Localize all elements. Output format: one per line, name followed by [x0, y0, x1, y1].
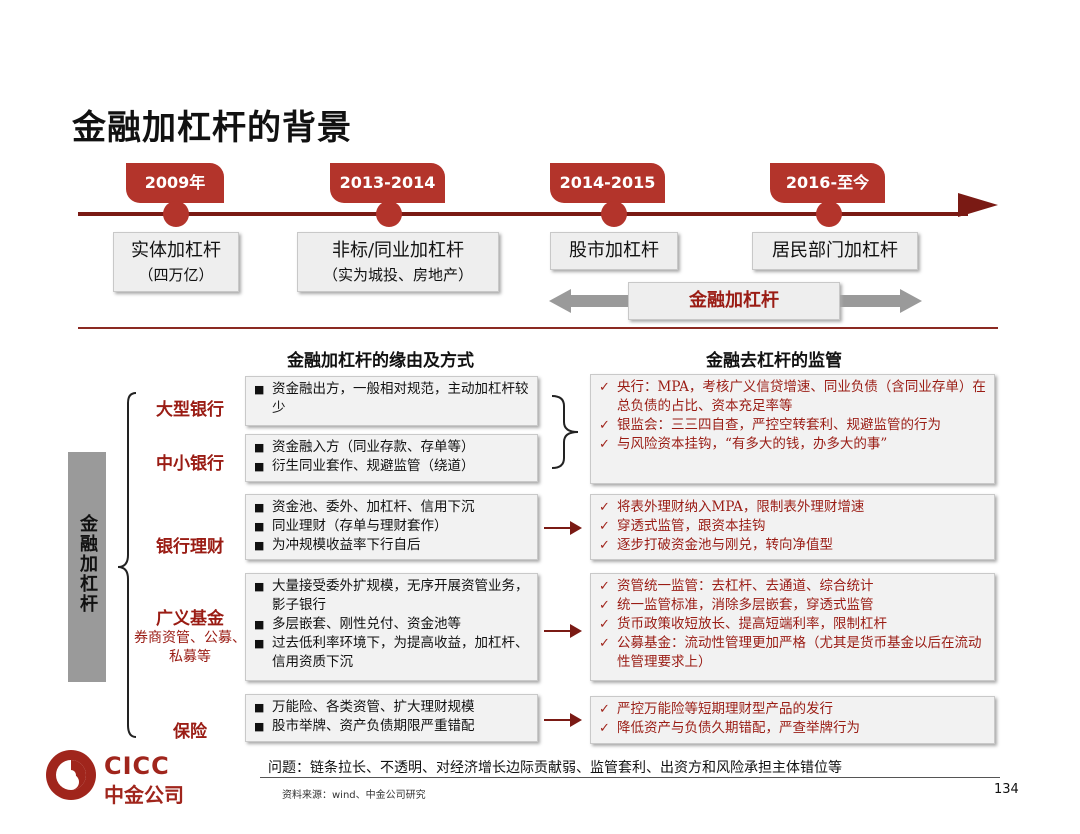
column-head-right: 金融去杠杆的监管 — [706, 351, 842, 371]
list-item: 多层嵌套、刚性兑付、资金池等 — [254, 615, 529, 634]
list-item: 资金融出方，一般相对规范，主动加杠杆较少 — [254, 380, 529, 418]
category-small-banks: 中小银行 — [156, 454, 224, 474]
list-item: 大量接受委外扩规模，无序开展资管业务，影子银行 — [254, 577, 529, 615]
side-label: 金融加杠杆 — [68, 452, 106, 682]
list-item: 公募基金：流动性管理更加严格（尤其是货币基金以后在流动性管理要求上） — [599, 634, 986, 672]
brace-icon — [551, 395, 579, 469]
list-item: 与风险资本挂钩，“有多大的钱，办多大的事” — [599, 435, 986, 454]
connector-arrow-icon — [544, 521, 582, 535]
right-box-insurance: 严控万能险等短期理财型产品的发行 降低资产与负债久期错配，严查举牌行为 — [590, 696, 995, 744]
list-item: 央行：MPA，考核广义信贷增速、同业负债（含同业存单）在总负债的占比、资本充足率… — [599, 378, 986, 416]
logo-cn: 中金公司 — [104, 783, 184, 807]
right-box-bank-wealth: 将表外理财纳入MPA，限制表外理财增速 穿透式监管，跟资本挂钩 逐步打破资金池与… — [590, 494, 995, 560]
source-note: 资料来源：wind、中金公司研究 — [282, 790, 426, 801]
category-bracket — [117, 392, 137, 738]
list-item: 银监会：三三四自查，严控空转套利、规避监管的行为 — [599, 416, 986, 435]
section-divider — [78, 327, 998, 329]
timeline-box-2014: 股市加杠杆 — [550, 232, 678, 270]
timeline-box-2013: 非标/同业加杠杆 （实为城投、房地产） — [297, 232, 499, 292]
timeline-label: 股市加杠杆 — [569, 240, 659, 261]
left-box-insurance: 万能险、各类资管、扩大理财规模 股市举牌、资产负债期限严重错配 — [245, 694, 538, 742]
column-head-left: 金融加杠杆的缘由及方式 — [287, 351, 474, 371]
timeline-period-2016: 2016-至今 — [770, 163, 885, 203]
page-title: 金融加杠杆的背景 — [72, 108, 352, 148]
timeline-period-2013: 2013-2014 — [330, 163, 445, 203]
timeline-line — [78, 212, 968, 216]
list-item: 逐步打破资金池与刚兑，转向净值型 — [599, 536, 986, 555]
left-box-bank-wealth: 资金池、委外、加杠杆、信用下沉 同业理财（存单与理财套作） 为冲规模收益率下行自… — [245, 494, 538, 560]
logo-en: CICC — [104, 752, 170, 780]
page-number: 134 — [994, 782, 1019, 797]
timeline-box-2009: 实体加杠杆 （四万亿） — [113, 232, 239, 292]
list-item: 万能险、各类资管、扩大理财规模 — [254, 698, 529, 717]
left-box-broad-funds: 大量接受委外扩规模，无序开展资管业务，影子银行 多层嵌套、刚性兑付、资金池等 过… — [245, 573, 538, 681]
timeline-sublabel: （实为城投、房地产） — [322, 266, 473, 284]
list-item: 严控万能险等短期理财型产品的发行 — [599, 700, 986, 719]
arrow-left-icon — [549, 289, 571, 313]
list-item: 资金融入方（同业存款、存单等） — [254, 438, 529, 457]
list-item: 为冲规模收益率下行自后 — [254, 536, 529, 555]
list-item: 降低资产与负债久期错配，严查举牌行为 — [599, 719, 986, 738]
category-broad-funds: 广义基金 券商资管、公募、私募等 — [134, 609, 246, 665]
category-insurance: 保险 — [173, 722, 207, 742]
list-item: 过去低利率环境下，为提高收益，加杠杆、信用资质下沉 — [254, 634, 529, 672]
timeline-dot — [163, 201, 189, 227]
timeline-arrow-icon — [958, 193, 998, 217]
timeline-period-2014: 2014-2015 — [550, 163, 665, 203]
timeline-dot — [376, 201, 402, 227]
right-box-banks: 央行：MPA，考核广义信贷增速、同业负债（含同业存单）在总负债的占比、资本充足率… — [590, 374, 995, 484]
timeline-dot — [816, 201, 842, 227]
side-label-text: 金融加杠杆 — [77, 514, 98, 614]
timeline-label: 实体加杠杆 — [131, 240, 221, 261]
list-item: 将表外理财纳入MPA，限制表外理财增速 — [599, 498, 986, 517]
left-box-large-banks: 资金融出方，一般相对规范，主动加杠杆较少 — [245, 376, 538, 426]
footer-divider — [260, 777, 1000, 778]
arrow-right-icon — [900, 289, 922, 313]
timeline-dot — [601, 201, 627, 227]
right-box-broad-funds: 资管统一监管：去杠杆、去通道、综合统计 统一监管标准，消除多层嵌套，穿透式监管 … — [590, 573, 995, 681]
list-item: 衍生同业套作、规避监管（绕道） — [254, 457, 529, 476]
list-item: 货币政策收短放长、提高短端利率，限制杠杆 — [599, 615, 986, 634]
list-item: 穿透式监管，跟资本挂钩 — [599, 517, 986, 536]
category-large-banks: 大型银行 — [156, 400, 224, 420]
list-item: 统一监管标准，消除多层嵌套，穿透式监管 — [599, 596, 986, 615]
connector-arrow-icon — [544, 713, 582, 727]
timeline-label: 非标/同业加杠杆 — [331, 240, 465, 261]
problem-statement: 问题：链条拉长、不透明、对经济增长边际贡献弱、监管套利、出资方和风险承担主体错位… — [268, 760, 842, 776]
list-item: 股市举牌、资产负债期限严重错配 — [254, 717, 529, 736]
list-item: 资金池、委外、加杠杆、信用下沉 — [254, 498, 529, 517]
list-item: 资管统一监管：去杠杆、去通道、综合统计 — [599, 577, 986, 596]
category-sub: 券商资管、公募、私募等 — [134, 630, 246, 665]
timeline-box-2016: 居民部门加杠杆 — [752, 232, 918, 270]
span-label: 金融加杠杆 — [628, 282, 840, 320]
timeline-sublabel: （四万亿） — [138, 266, 214, 284]
left-box-small-banks: 资金融入方（同业存款、存单等） 衍生同业套作、规避监管（绕道） — [245, 434, 538, 482]
list-item: 同业理财（存单与理财套作） — [254, 517, 529, 536]
connector-arrow-icon — [544, 624, 582, 638]
timeline-period-2009: 2009年 — [126, 163, 224, 203]
category-bank-wealth: 银行理财 — [156, 537, 224, 557]
timeline-label: 居民部门加杠杆 — [772, 240, 898, 261]
cicc-logo-icon — [46, 750, 96, 800]
